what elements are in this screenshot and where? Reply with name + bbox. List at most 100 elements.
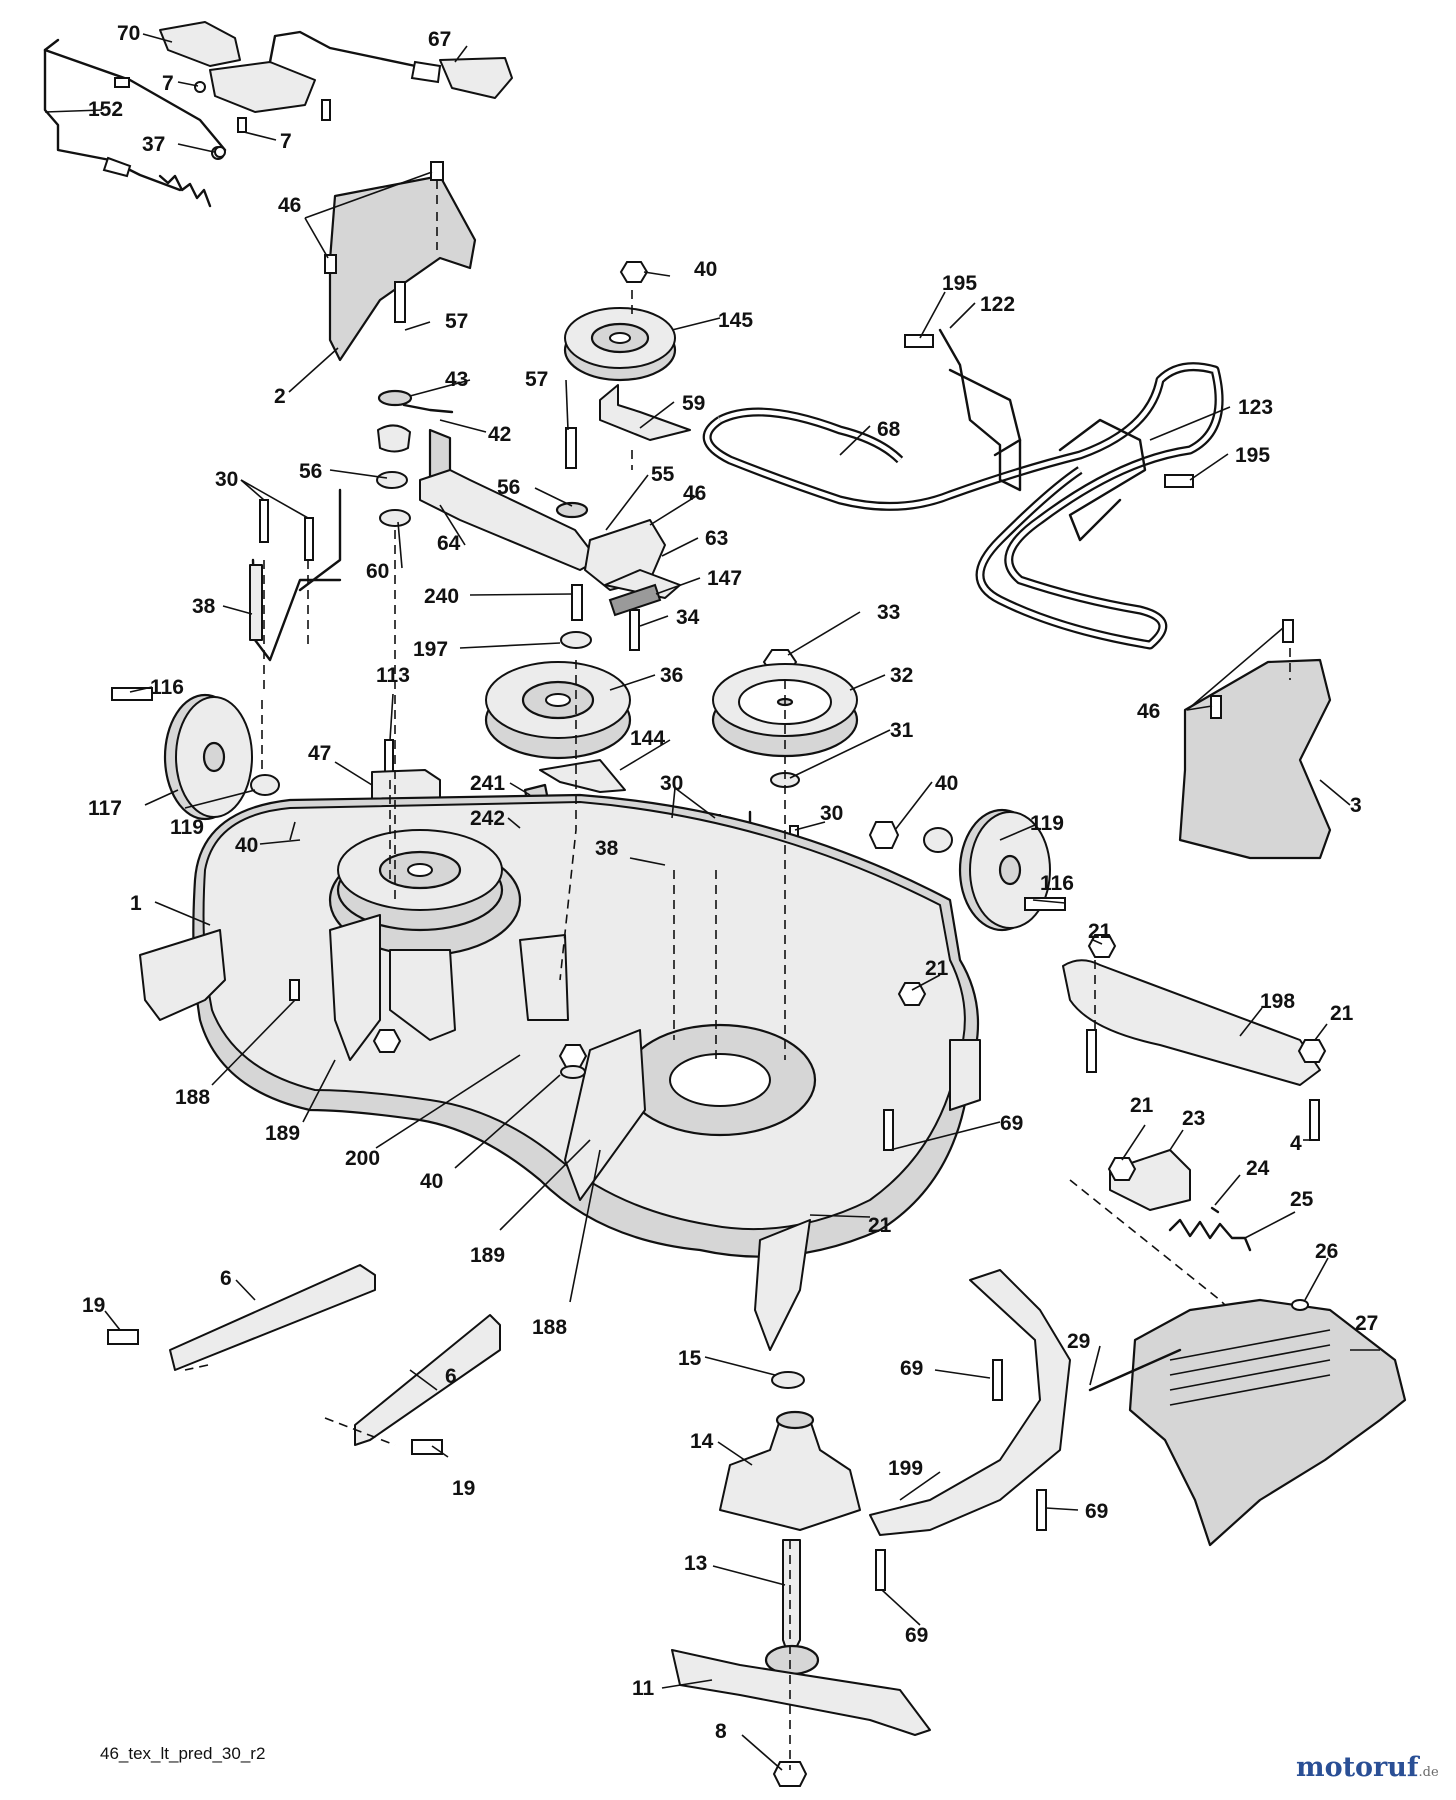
callout: 116 [150, 676, 184, 699]
callout: 40 [694, 258, 717, 281]
callout: 3 [1350, 794, 1362, 817]
bolt [875, 1549, 886, 1591]
callout: 43 [445, 368, 468, 391]
callout: 152 [88, 98, 123, 121]
washer [214, 146, 226, 158]
bolt [1164, 474, 1194, 488]
callout: 69 [1085, 1500, 1108, 1523]
callout: 19 [82, 1294, 105, 1317]
callout: 29 [1067, 1330, 1090, 1353]
callout: 40 [420, 1170, 443, 1193]
spring-coil [377, 424, 411, 453]
belt-guard-left [328, 174, 477, 362]
mower-blade [671, 1649, 931, 1736]
callout: 56 [497, 476, 520, 499]
bolt [321, 99, 331, 121]
nut [1297, 1039, 1327, 1063]
washer [923, 827, 953, 853]
callout: 21 [1130, 1094, 1154, 1117]
callout: 241 [470, 772, 505, 795]
callout: 42 [488, 423, 511, 446]
idler-arm-lower [539, 759, 626, 793]
callout: 31 [890, 719, 914, 742]
callout: 25 [1290, 1188, 1314, 1211]
washer [376, 471, 408, 489]
callout: 37 [142, 133, 165, 156]
bolt [394, 281, 406, 323]
idler-pulley-lower [484, 661, 632, 760]
callout: 123 [1238, 396, 1273, 419]
bolt [107, 1329, 139, 1345]
nut [372, 1029, 402, 1053]
callout: 38 [595, 837, 619, 860]
callout: 195 [942, 272, 977, 295]
callout: 36 [660, 664, 683, 687]
bolt [1309, 1099, 1320, 1141]
bearing [771, 1371, 805, 1389]
washer [560, 631, 592, 649]
screw [430, 161, 444, 181]
callout: 15 [678, 1347, 702, 1370]
callout: 200 [345, 1147, 380, 1170]
drive-belt [702, 362, 1224, 650]
callout: 56 [299, 460, 322, 483]
callout: 40 [935, 772, 958, 795]
callout: 34 [676, 606, 700, 629]
bolt [883, 1109, 894, 1151]
callout: 117 [88, 797, 122, 820]
deck-arm-right [354, 1314, 501, 1446]
axle-bolt [1024, 897, 1066, 911]
nut [558, 1044, 588, 1068]
callout: 198 [1260, 990, 1295, 1013]
callout: 21 [1088, 920, 1112, 943]
callout: 6 [445, 1365, 457, 1388]
callout: 33 [877, 601, 900, 624]
callout: 145 [718, 309, 753, 332]
brand-name: motoruf [1296, 1752, 1419, 1783]
callout: 1 [130, 892, 142, 915]
bolt [259, 499, 269, 543]
callout: 64 [437, 532, 461, 555]
brand-watermark: motoruf.de [1296, 1752, 1439, 1783]
decal-tag [439, 57, 513, 99]
washer [560, 1065, 586, 1079]
wheel-bracket [251, 558, 342, 662]
callout: 21 [925, 957, 949, 980]
bolt [411, 1439, 443, 1455]
bolt [571, 584, 583, 621]
tension-spring [608, 583, 662, 617]
callout: 69 [900, 1357, 923, 1380]
callout: 2 [274, 385, 286, 408]
callout: 69 [905, 1624, 928, 1647]
washer [1291, 1299, 1309, 1311]
callout: 188 [532, 1316, 567, 1339]
callout: 57 [445, 310, 468, 333]
callout: 147 [707, 567, 742, 590]
spindle-housing [719, 1410, 861, 1531]
washer [250, 774, 280, 796]
spindle-shaft [782, 1539, 801, 1661]
callout: 6 [220, 1267, 232, 1290]
discharge-chute [1128, 1298, 1407, 1547]
side-bracket [949, 1039, 981, 1111]
callout: 70 [117, 22, 140, 45]
callout: 19 [452, 1477, 475, 1500]
belt-keeper [938, 328, 1022, 492]
callout: 63 [705, 527, 728, 550]
callout: 7 [162, 72, 174, 95]
callout: 68 [877, 418, 901, 441]
nut [897, 982, 927, 1006]
callout: 7 [280, 130, 292, 153]
deck-spindle-pulley [336, 829, 504, 932]
bolt [289, 979, 300, 1001]
spring [402, 403, 454, 414]
nut [868, 821, 900, 849]
nut [1107, 1157, 1137, 1181]
callout: 27 [1355, 1312, 1378, 1335]
callout: 38 [192, 595, 216, 618]
callout: 113 [376, 664, 410, 687]
bolt [1086, 1029, 1097, 1073]
callout: 240 [424, 585, 459, 608]
washer [379, 509, 411, 527]
